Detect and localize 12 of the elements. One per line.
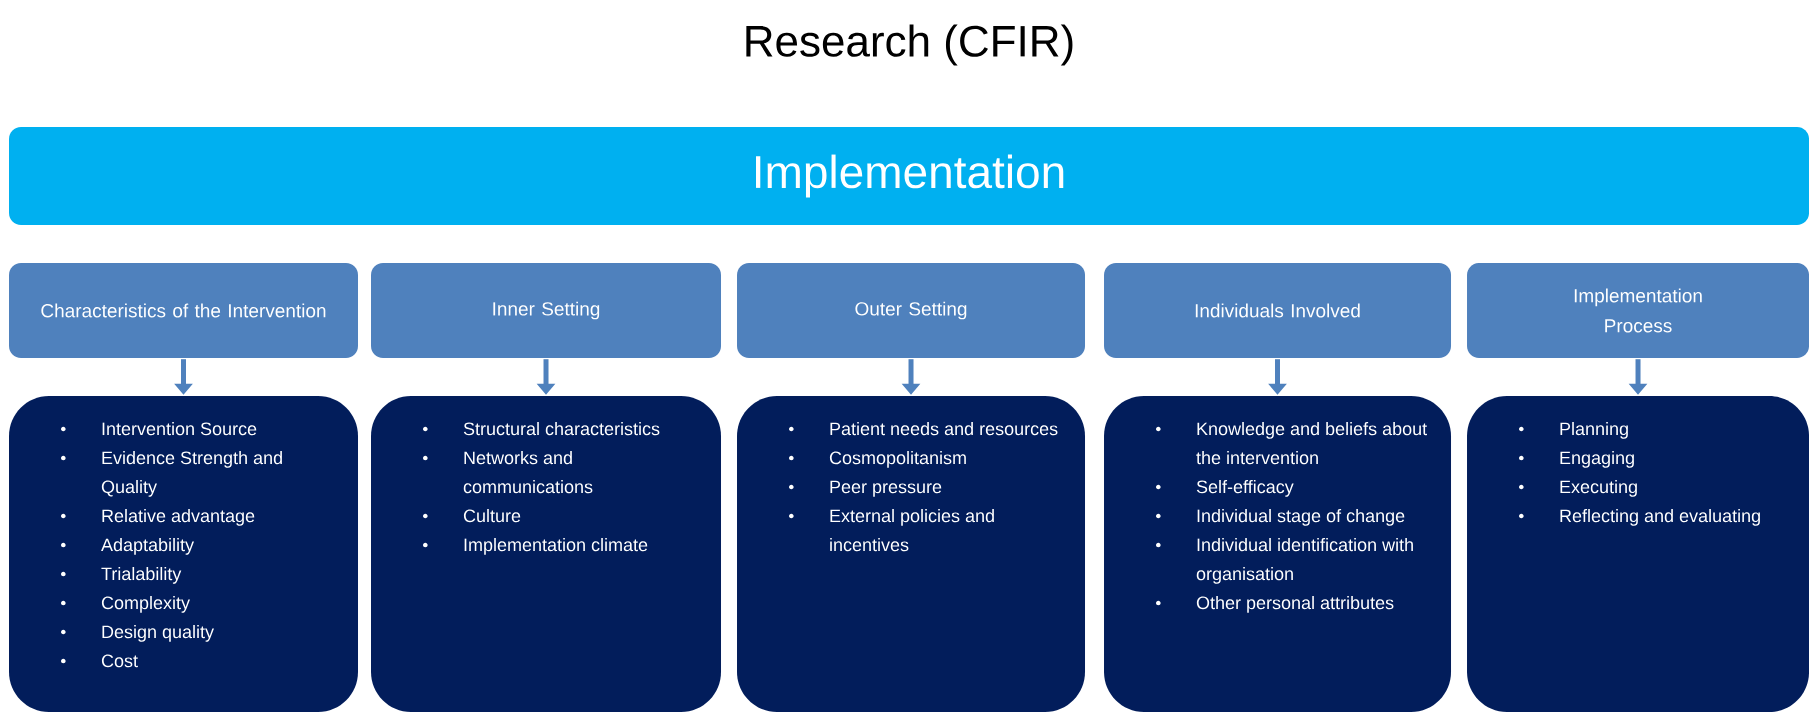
list-box: Knowledge and beliefs about the intervention Self-efficacy Individual stage of change Individual identification with organisation Other personal attributes: [1104, 396, 1451, 712]
list-box: Structural characteristics Networks and communications Culture Implementation climate: [371, 396, 721, 712]
category-box: Implementation Process: [1467, 263, 1809, 358]
category-box: Characteristics of the Intervention: [9, 263, 358, 358]
list-box: Intervention Source Evidence Strength and Quality Relative advantage Adaptability Trialability Complexity Design quality Cost: [9, 396, 358, 712]
list-box: Planning Engaging Executing Reflecting and evaluating: [1467, 396, 1809, 712]
category-box: Outer Setting: [737, 263, 1085, 358]
list-box: Patient needs and resources Cosmopolitanism Peer pressure External policies and incentives: [737, 396, 1085, 712]
category-box: Individuals Involved: [1104, 263, 1451, 358]
title: Research (CFIR): [746, 24, 1073, 66]
category-box: Inner Setting: [371, 263, 721, 358]
banner-bar: Implementation: [9, 127, 1809, 225]
